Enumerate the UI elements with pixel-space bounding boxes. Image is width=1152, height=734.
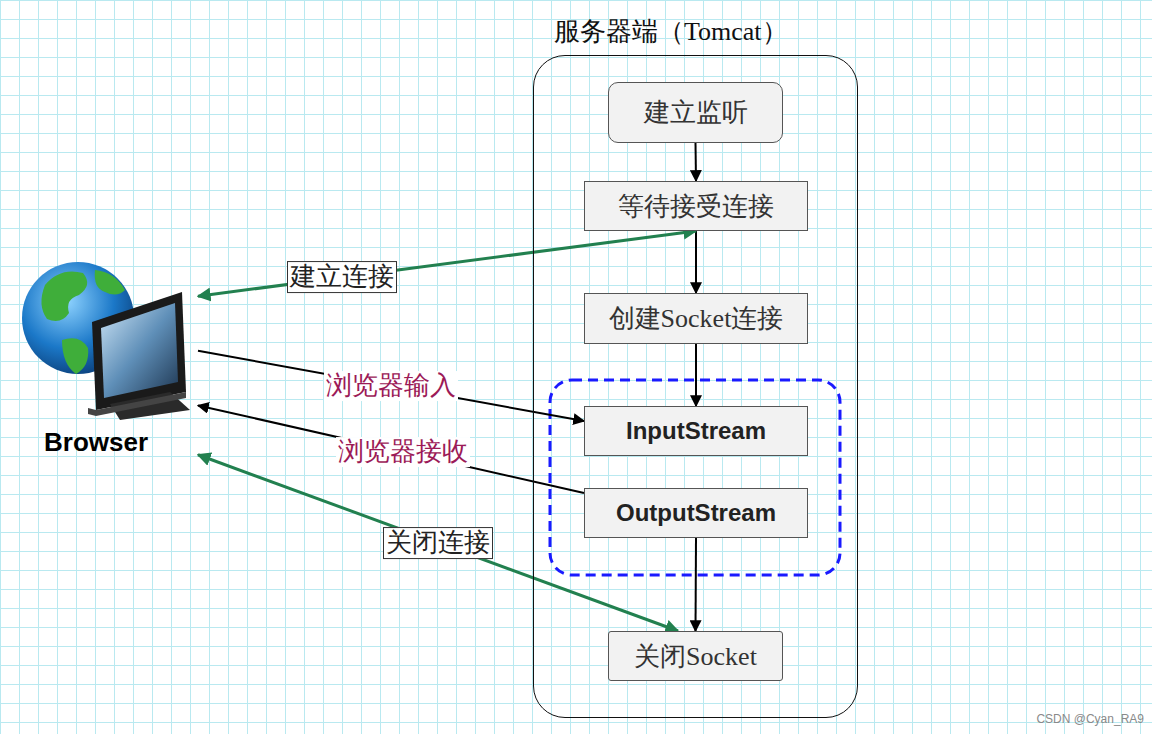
connector bbox=[198, 455, 678, 631]
connector bbox=[198, 231, 696, 296]
stream-box: OutputStream bbox=[584, 488, 808, 538]
server-container: 服务器端（Tomcat）建立监听等待接受连接创建Socket连接InputStr… bbox=[533, 55, 858, 718]
process-box: 创建Socket连接 bbox=[584, 293, 808, 344]
server-title: 服务器端（Tomcat） bbox=[554, 14, 788, 49]
connector bbox=[198, 351, 584, 421]
edge-label: 浏览器输入 bbox=[324, 371, 458, 401]
connector bbox=[695, 344, 697, 406]
box-label: 创建Socket连接 bbox=[609, 301, 784, 336]
edge-label: 关闭连接 bbox=[383, 527, 493, 559]
box-label: OutputStream bbox=[616, 499, 776, 527]
connector bbox=[695, 538, 698, 631]
process-box: 建立监听 bbox=[608, 82, 783, 143]
edge-label: 浏览器接收 bbox=[336, 437, 470, 467]
box-label: 关闭Socket bbox=[634, 639, 757, 674]
browser-node: Browser bbox=[18, 250, 198, 460]
connector bbox=[695, 231, 697, 293]
browser-icon bbox=[22, 262, 190, 420]
edge-label: 建立连接 bbox=[287, 261, 397, 293]
connector bbox=[198, 405, 584, 493]
process-box: 关闭Socket bbox=[608, 631, 783, 681]
box-label: 等待接受连接 bbox=[618, 189, 774, 224]
stream-box: InputStream bbox=[584, 406, 808, 456]
box-label: 建立监听 bbox=[644, 95, 748, 130]
process-box: 等待接受连接 bbox=[584, 181, 808, 231]
box-label: InputStream bbox=[626, 417, 766, 445]
watermark: CSDN @Cyan_RA9 bbox=[1036, 712, 1144, 726]
browser-label: Browser bbox=[44, 427, 148, 458]
connector bbox=[695, 143, 698, 181]
